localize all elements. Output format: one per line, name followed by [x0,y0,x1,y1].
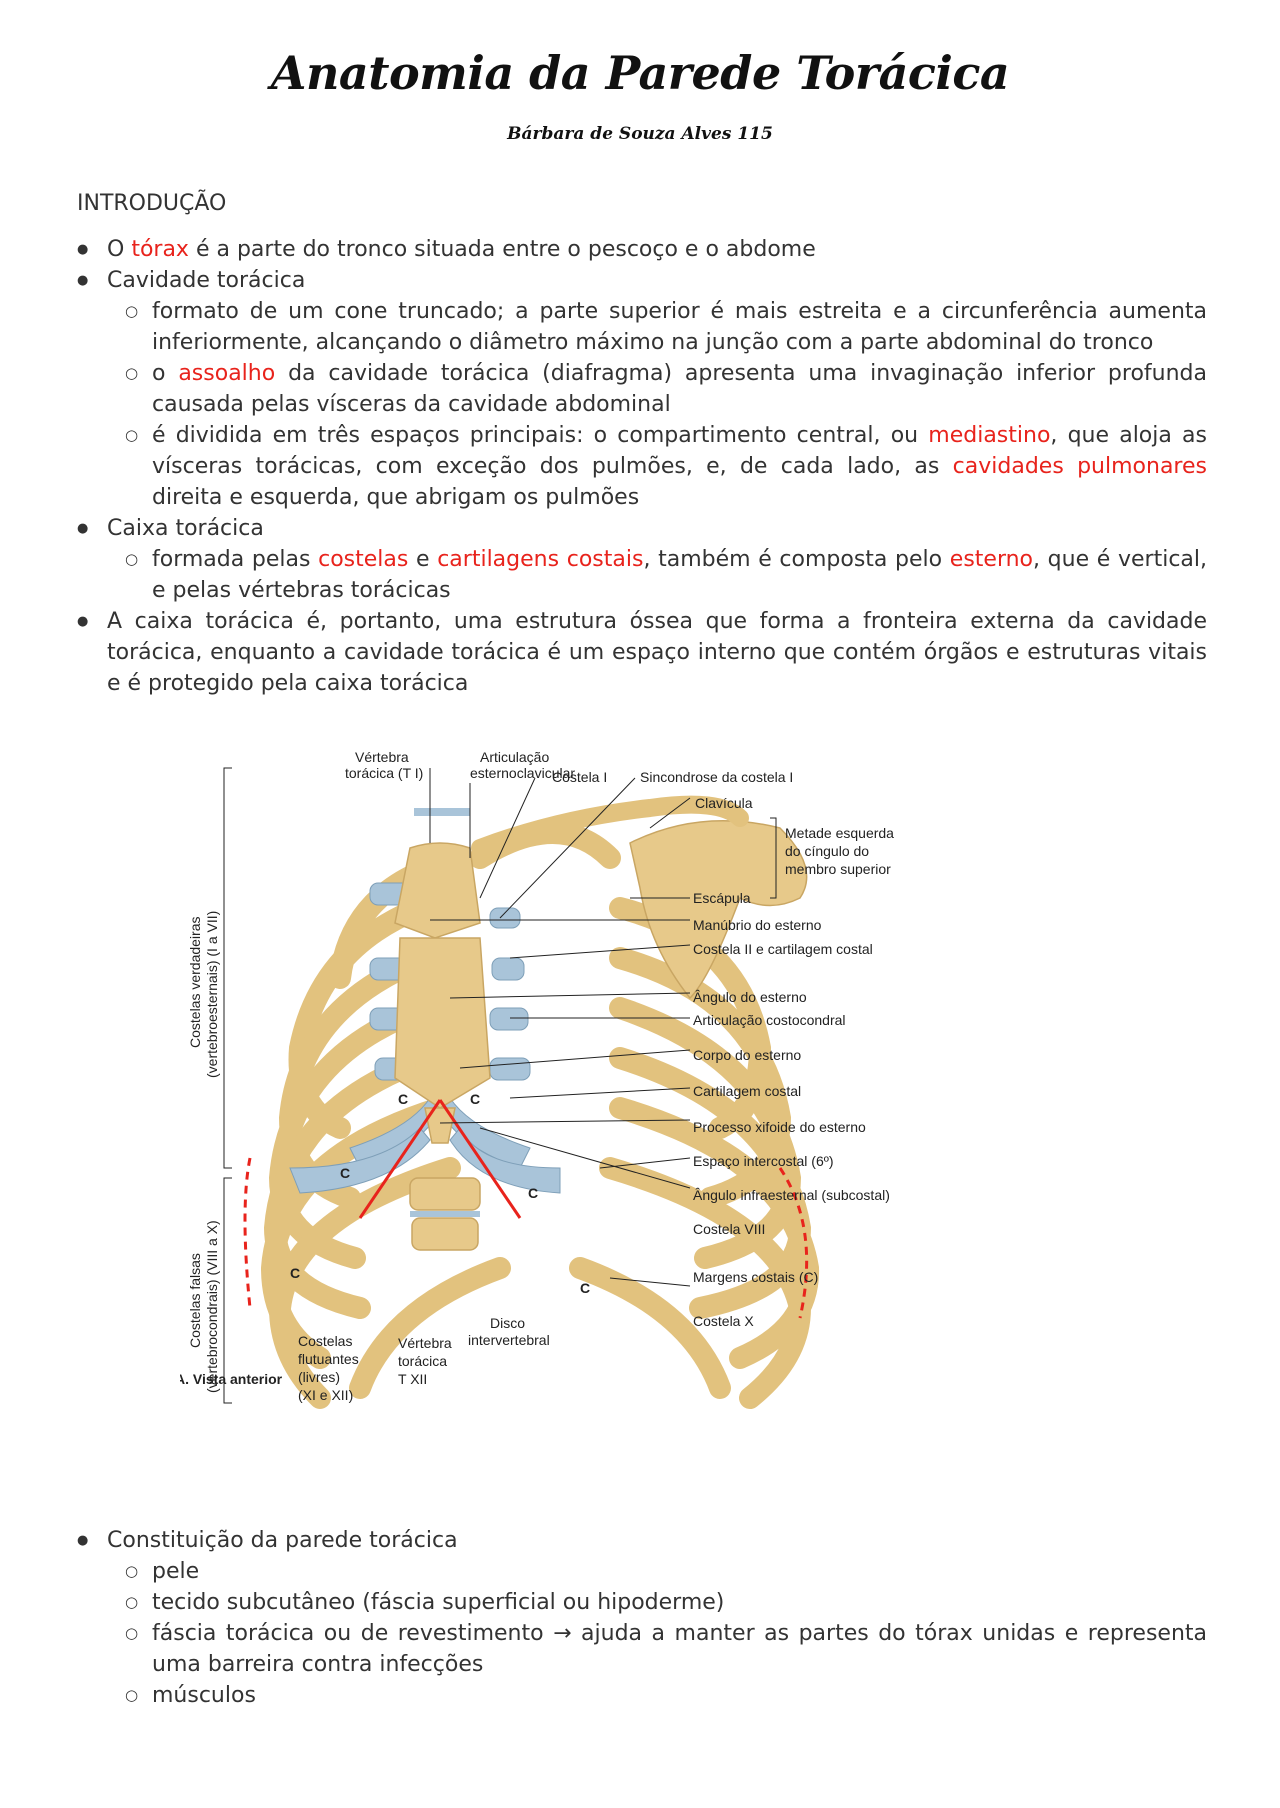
text: o [152,361,179,386]
label-manubrio: Manúbrio do esterno [693,917,822,933]
bullet-cavidade: Cavidade torácica [77,265,1207,296]
sub-bullet-formada: formada pelas costelas e cartilagens cos… [77,544,1207,606]
label-vertebra-ti: Vértebra [355,749,409,765]
label-falsas-2: (vertebrocondrais) (VIII a X) [204,1220,220,1393]
label-articulacao-2: esternoclavicular [470,765,575,781]
document-title: Anatomia da Parede Torácica [270,46,1010,100]
label-xifoide: Processo xifoide do esterno [693,1119,866,1135]
text: , que é vertical, e pelas vértebras torá… [152,547,1208,603]
label-c-6: C [580,1280,590,1296]
costal-margin-lines [243,1099,809,1319]
text: Caixa torácica [107,516,264,541]
label-vertebra-ti-2: torácica (T I) [345,765,423,781]
constituicao-content: Constituição da parede torácica pele tec… [77,1525,1207,1711]
label-flutuantes-3: (livres) [298,1369,340,1385]
label-costela-viii: Costela VIII [693,1221,765,1237]
constituicao-list: Constituição da parede torácica pele tec… [77,1525,1207,1711]
label-c-4: C [528,1185,538,1201]
label-disco-2: intervertebral [468,1332,550,1348]
label-escapula: Escápula [693,890,751,906]
label-vista-anterior: A. Vista anterior [180,1371,283,1387]
highlight-assoalho: assoalho [178,361,276,386]
sub-bullet-musculos: músculos [77,1680,1207,1711]
label-flutuantes-1: Costelas [298,1333,352,1349]
label-art-costocondral: Articulação costocondral [693,1012,846,1028]
label-corpo-esterno: Corpo do esterno [693,1047,801,1063]
label-angulo-esterno: Ângulo do esterno [693,989,807,1005]
label-c-3: C [340,1165,350,1181]
text: é a parte do tronco situada entre o pesc… [188,237,816,262]
bullet-portanto: A caixa torácica é, portanto, uma estrut… [77,606,1207,699]
highlight-cartilagens: cartilagens costais [437,547,644,572]
label-costela-ii: Costela II e cartilagem costal [693,941,873,957]
highlight-torax: tórax [131,237,189,262]
figure-labels: Vértebra torácica (T I) Articulação este… [180,749,894,1403]
highlight-cavidades: cavidades pulmonares [952,454,1207,479]
label-costela-i: Costela I [552,769,607,785]
text: , também é composta pelo [643,547,950,572]
label-c-2: C [470,1091,480,1107]
label-sincondrose: Sincondrose da costela I [640,769,793,785]
text: , que aloja as vísceras torácicas, com e… [152,423,1207,479]
sub-bullet-fascia: fáscia torácica ou de revestimento → aju… [77,1618,1207,1680]
sub-bullet-assoalho: o assoalho da cavidade torácica (diafrag… [77,358,1207,420]
highlight-mediastino: mediastino [928,423,1051,448]
side-brackets [223,767,777,1404]
label-margens: Margens costais (C) [693,1269,818,1285]
label-verdadeiras-2: (vertebroesternais) (I a VII) [204,911,220,1078]
text: Cavidade torácica [107,268,306,293]
label-txii-2: torácica [398,1353,447,1369]
label-cartilagem-costal: Cartilagem costal [693,1083,801,1099]
bullet-torax: O tórax é a parte do tronco situada entr… [77,234,1207,265]
intro-content: O tórax é a parte do tronco situada entr… [77,234,1207,699]
section-heading: INTRODUÇÃO [77,191,227,216]
label-costela-x: Costela X [693,1313,754,1329]
text: é dividida em três espaços principais: o… [152,423,929,448]
spine-discs [410,808,480,1217]
label-verdadeiras-1: Costelas verdadeiras [187,916,203,1048]
label-falsas-1: Costelas falsas [187,1253,203,1348]
label-articulacao: Articulação [480,749,549,765]
highlight-costelas: costelas [318,547,409,572]
label-infraesternal: Ângulo infraesternal (subcostal) [693,1187,890,1203]
bullet-caixa: Caixa torácica [77,513,1207,544]
label-c-1: C [398,1091,408,1107]
label-txii-1: Vértebra [398,1335,452,1351]
text: da cavidade torácica (diafragma) apresen… [152,361,1207,417]
label-intercostal: Espaço intercostal (6º) [693,1153,834,1169]
sub-bullet-formato: formato de um cone truncado; a parte sup… [77,296,1207,358]
sub-bullet-subcutaneo: tecido subcutâneo (fáscia superficial ou… [77,1587,1207,1618]
label-metade-2: do cíngulo do [785,843,869,859]
text: O [107,237,132,262]
label-flutuantes-2: flutuantes [298,1351,359,1367]
label-metade-1: Metade esquerda [785,825,894,841]
thoracic-cage-figure: Vértebra torácica (T I) Articulação este… [180,749,894,1409]
text: e [408,547,438,572]
sub-bullet-divisao: é dividida em três espaços principais: o… [77,420,1207,513]
label-c-5: C [290,1265,300,1281]
text: direita e esquerda, que abrigam os pulmõ… [152,485,640,510]
label-flutuantes-4: (XI e XII) [298,1387,353,1403]
sternum [394,842,491,1251]
label-metade-3: membro superior [785,861,891,877]
text: formada pelas [152,547,319,572]
highlight-esterno: esterno [949,547,1034,572]
clavicle [471,795,749,857]
intro-list: O tórax é a parte do tronco situada entr… [77,234,1207,699]
author-line: Bárbara de Souza Alves 115 [507,124,773,144]
sub-bullet-pele: pele [77,1556,1207,1587]
label-disco-1: Disco [490,1315,525,1331]
label-clavicula: Clavícula [695,795,753,811]
label-txii-3: T XII [398,1371,427,1387]
bullet-constituicao: Constituição da parede torácica [77,1525,1207,1556]
leader-lines [429,768,691,1287]
